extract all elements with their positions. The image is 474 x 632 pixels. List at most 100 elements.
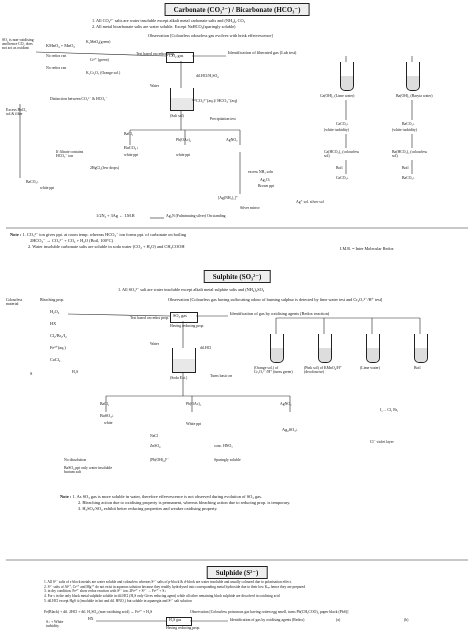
sulphide-points: 1. All S²⁻ salts of s-block metals are w…: [44, 580, 464, 603]
carbonate-side-note: SO₂ is non-oxidising and hence CO₂ does …: [2, 38, 34, 50]
sulphite-cr-violet: Cl⁻ violet layer: [370, 440, 394, 444]
sulphite-section: Sulphite (SO₃²⁻) 1. All SO₃²⁻ salt are w…: [0, 262, 474, 562]
carbonate-cahco3: Ca(HCO₃)₂ (colourless sol): [324, 150, 360, 158]
sulphide-hx: HX: [88, 617, 94, 621]
carbonate-observation: Observation [Colourless odourless gas ev…: [148, 33, 273, 38]
sulphide-point-2: 2. S²⁻ salts of Al³⁺, Cr³⁺ and Mg²⁺ do n…: [44, 584, 306, 589]
carbonate-white-ppt-2: white ppt: [176, 153, 191, 157]
sulphite-tube-d-label: Boil: [414, 366, 421, 370]
sulphite-test-based: Test based on redox prop.: [130, 316, 170, 320]
sulphide-observation: Observation [Colourless poisonous gas ha…: [190, 610, 349, 614]
sulphide-heading: Sulphide (S²⁻): [206, 566, 268, 579]
sulphite-colourless: Colourless material: [6, 298, 23, 306]
carbonate-hgcl2: 2HgCl₂(few drops): [90, 166, 120, 170]
carbonate-imr-eq: 1/2N₂ + 3Ag ← I.M.R: [96, 213, 135, 218]
carbonate-precip-test: Precipitation test: [210, 117, 236, 121]
carbonate-excess: Excess BaCl₂ sol.& filter: [6, 108, 27, 116]
sulphite-tube-c: [366, 334, 380, 363]
carbonate-agnh3: [Ag(NH₃)₂]⁺: [218, 196, 238, 200]
sulphide-gas: H₂S gas: [169, 618, 182, 622]
carbonate-salt-beaker: [170, 88, 194, 111]
sulphite-tube-a-label: (Orange sol.) of Cr₂O₇²⁻/H⁺ (turns green…: [254, 366, 293, 374]
carbonate-bacl2: BaCl₂: [124, 132, 134, 136]
sulphide-tube-a: (a): [336, 618, 341, 622]
carbonate-baryta-tube: [406, 62, 420, 91]
carbonate-heading: Carbonate (CO₃²⁻) / Bicarbonate (HCO₃⁻): [164, 3, 310, 16]
carbonate-salt-label: (Salt sol): [170, 114, 184, 118]
sulphite-note-1: 1. As SO₃ gas is more soluble in water, …: [72, 494, 262, 499]
sulphite-nacl: NaCl: [150, 434, 159, 438]
sulphite-fe: Fe³⁺(aq.): [50, 345, 66, 350]
sulphite-tube-d: [414, 334, 428, 363]
carbonate-caco3-2: CaCO₃↓: [336, 176, 349, 180]
carbonate-hco3-label: CO₃²⁻(aq.)/ HCO₃⁻(aq): [196, 98, 238, 103]
sulphite-s: S: [30, 371, 33, 376]
carbonate-nh3: excess NH₃ soln: [248, 170, 273, 174]
carbonate-gas-test: Identification of liberated gas (Lab tes…: [228, 50, 297, 55]
sulphite-tube-b-label: (Pink sol) of KMnO₄/H⁺ (decolourise): [304, 366, 342, 374]
carbonate-cr-green: Cr³⁺ (green): [90, 58, 109, 62]
carbonate-note-heading: Note :: [10, 232, 22, 237]
sulphide-white-turb: S↓ + White turbidity: [46, 620, 64, 628]
sulphite-pb: Pb(OAc)₂: [186, 402, 202, 406]
carbonate-bahco3: Ba(HCO₃)₂ (colourless sol): [392, 150, 428, 158]
carbonate-cool: Ag₃N (Fulminating silver) On standing: [166, 214, 226, 218]
carbonate-note-eq: 2HCO₃⁻ → CO₃²⁻ + CO₂ + H₂O (Boil, 100°C): [30, 237, 114, 243]
carbonate-baco3-filtrate: BaCO₃↓: [26, 180, 39, 184]
carbonate-caco3-1: CaCO₃↓: [336, 122, 349, 126]
sulphite-baso3: BaSO₃↓: [100, 413, 114, 418]
carbonate-note-2: 2. Water insoluble carbonate salts are s…: [28, 243, 185, 249]
carbonate-distinction: Distinction between CO₃²⁻ & HCO₃⁻: [50, 97, 108, 101]
sulphite-note-heading: Note :: [60, 494, 72, 499]
carbonate-ag-dep: Ag⁺ sol. silver sol: [296, 200, 324, 204]
sulphite-cl2: Cl₂/Br₂/I₂: [50, 333, 67, 338]
sulphite-i2: I₂ ... Cl₂ Br₂: [380, 408, 399, 412]
sulphite-notes: Note : 1. As SO₃ gas is more soluble in …: [60, 494, 460, 512]
sulphite-reducing: Having reducing prop.: [170, 324, 205, 328]
sulphite-no-diss: No dissolution: [64, 458, 87, 462]
carbonate-white-turb-2: (white turbidity): [392, 128, 417, 132]
sulphite-znso4: ZnSO₄: [150, 444, 161, 448]
carbonate-silver-mirror: Silver mirror: [240, 206, 260, 210]
sulphite-baso4-note: BaSO₄ ppt only water insoluble barium sa…: [64, 466, 113, 474]
carbonate-note-1: 1. CO₃²⁻ ion gives ppt. at room temp. wh…: [22, 232, 187, 237]
carbonate-filtrate: If filtrate contains HCO₃⁻ ion: [56, 150, 84, 158]
carbonate-pboac: Pb(OAc)₂: [176, 138, 192, 142]
sulphide-gas-box: [166, 617, 192, 626]
sulphide-fe-line: Fe(Black) + dil. 2HCl + dil. H₂SO₄ (non-…: [44, 610, 153, 614]
sulphite-note-3: 3. H₂SO₃/SO₂ exhibit better reducing pro…: [78, 505, 218, 511]
sulphite-heading: Sulphite (SO₃²⁻): [203, 270, 271, 283]
carbonate-acid: dil.HCl/H₂SO₄: [196, 74, 219, 78]
sulphite-acid: dil.HCl: [200, 346, 212, 350]
carbonate-gas-box: [166, 52, 194, 63]
sulphite-white-ppt: White ppt: [186, 422, 202, 426]
sulphite-gas-test: Identification of gas by oxidising agent…: [230, 311, 330, 316]
sulphite-bacl2: BaCl₂: [100, 402, 110, 406]
sulphite-pbo: [Pb(OH)₄]²⁻: [150, 458, 170, 462]
carbonate-lime-label: Ca(OH)₂ (Lime water): [320, 94, 355, 98]
sulphite-tube-a: [270, 334, 284, 363]
carbonate-gas: CO₂ gas: [169, 53, 184, 58]
carbonate-cr-orange: K₂Cr₂O₇ (Orange sol.): [86, 71, 121, 75]
sulphite-gas-box: [170, 312, 198, 323]
carbonate-test-based: Test based on redox prop.: [136, 52, 176, 56]
sulphite-h2s: H₂S: [72, 370, 79, 374]
carbonate-boil-1: Boil: [336, 166, 343, 170]
carbonate-section: Carbonate (CO₃²⁻) / Bicarbonate (HCO₃⁻) …: [0, 0, 474, 260]
sulphite-h2o2: H₂O₂: [50, 309, 60, 314]
sulphite-hx: HX: [50, 321, 57, 326]
sulphide-section: Sulphide (S²⁻) 1. All S²⁻ salts of s-blo…: [0, 560, 474, 632]
sulphite-ag2so3: Ag₂SO₃↓: [282, 427, 298, 432]
sulphite-sparingly: Sparingly soluble: [214, 458, 241, 462]
carbonate-no-redox-1: No redox rxn: [46, 54, 67, 58]
carbonate-boil-2: Boil: [402, 166, 409, 170]
carbonate-no-redox-2: No redox rxn: [46, 66, 67, 70]
carbonate-water: Water: [150, 84, 159, 88]
carbonate-brown-ppt: Brown ppt: [258, 184, 275, 188]
sulphite-hno3: conc. HNO₃: [214, 444, 233, 448]
carbonate-baco3-2: BaCO₃↓: [402, 176, 415, 180]
sulphite-cacl2: CaCl₂: [50, 357, 61, 362]
carbonate-notes: Note : 1. CO₃²⁻ ion gives ppt. at room t…: [10, 232, 450, 250]
